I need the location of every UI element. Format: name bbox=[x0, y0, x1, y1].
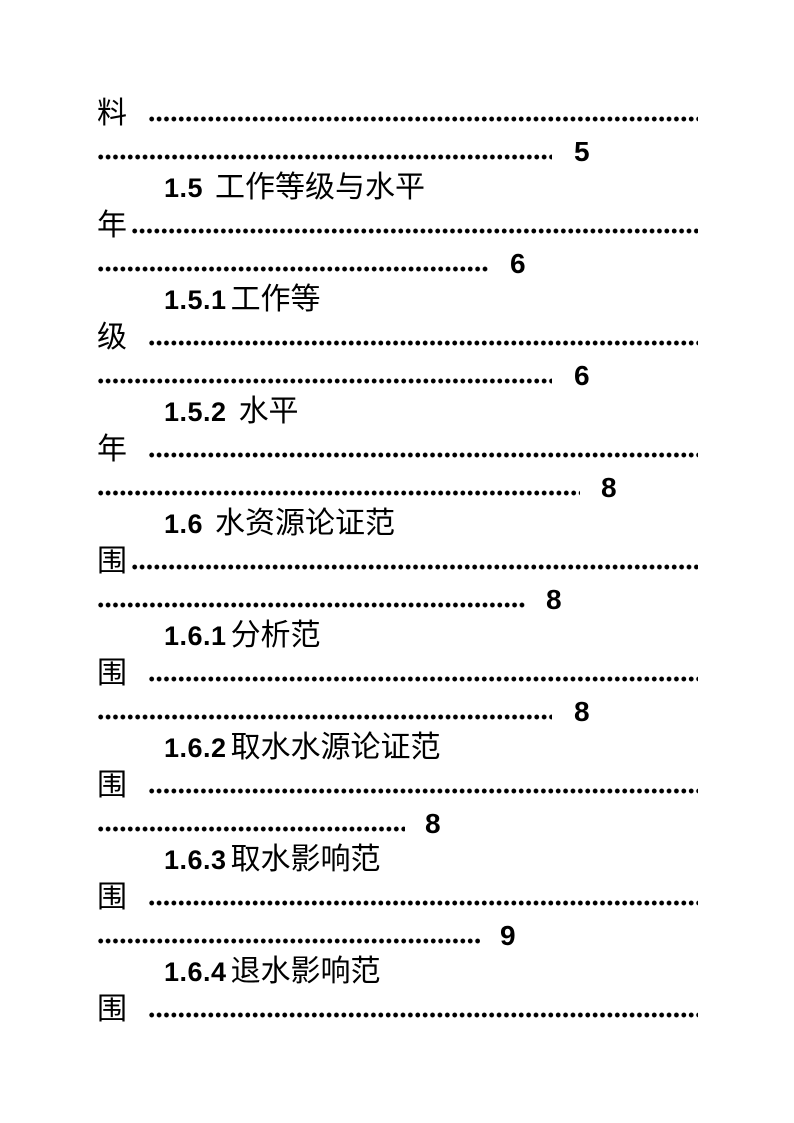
toc-leader-line[interactable]: 8 bbox=[0, 804, 794, 844]
leader-dots bbox=[131, 228, 698, 234]
toc-continuation-line: 年 bbox=[0, 206, 794, 246]
leader-dots bbox=[97, 602, 525, 608]
toc-page-number: 5 bbox=[574, 136, 590, 167]
toc-page-number: 9 bbox=[500, 920, 516, 951]
toc-lead-char: 围 bbox=[97, 544, 127, 579]
toc-page-number: 6 bbox=[510, 248, 526, 279]
leader-dots bbox=[97, 266, 489, 272]
toc-lead-char: 年 bbox=[97, 208, 127, 243]
leader-dots bbox=[148, 452, 698, 458]
section-title: 取水影响范 bbox=[230, 842, 381, 877]
toc-heading[interactable]: 1.6 水资源论证范 bbox=[164, 504, 395, 544]
toc-continuation-line: 围 bbox=[0, 766, 794, 806]
toc-page-number: 8 bbox=[546, 584, 562, 615]
toc-heading[interactable]: 1.5 工作等级与水平 bbox=[164, 168, 425, 208]
section-number: 1.6.1 bbox=[164, 621, 227, 651]
toc-continuation-line: 料 bbox=[0, 94, 794, 134]
section-title: 工作等 bbox=[230, 282, 321, 317]
toc-continuation-line: 围 bbox=[0, 878, 794, 918]
toc-leader-line[interactable]: 8 bbox=[0, 692, 794, 732]
section-number: 1.5.1 bbox=[164, 285, 227, 315]
toc-lead-char: 年 bbox=[97, 432, 127, 467]
section-title: 水平 bbox=[238, 394, 299, 429]
section-number: 1.6.2 bbox=[164, 733, 227, 763]
section-title: 分析范 bbox=[230, 618, 321, 653]
leader-dots bbox=[148, 1012, 698, 1018]
toc-lead-char: 围 bbox=[97, 768, 127, 803]
section-title: 工作等级与水平 bbox=[215, 170, 426, 205]
section-title: 水资源论证范 bbox=[215, 506, 396, 541]
section-number: 1.6 bbox=[164, 509, 204, 539]
section-number: 1.6.3 bbox=[164, 845, 227, 875]
section-number: 1.6.4 bbox=[164, 957, 227, 987]
toc-lead-char: 围 bbox=[97, 656, 127, 691]
leader-dots bbox=[97, 490, 580, 496]
toc-leader-line[interactable]: 9 bbox=[0, 916, 794, 956]
section-number: 1.5.2 bbox=[164, 397, 227, 427]
toc-heading[interactable]: 1.5.2 水平 bbox=[164, 392, 299, 432]
leader-dots bbox=[97, 826, 405, 832]
leader-dots bbox=[97, 378, 552, 384]
toc-leader-line[interactable]: 6 bbox=[0, 356, 794, 396]
toc-leader-line[interactable]: 5 bbox=[0, 132, 794, 172]
toc-continuation-line: 级 bbox=[0, 318, 794, 358]
toc-page-number: 8 bbox=[601, 472, 617, 503]
toc-continuation-line: 围 bbox=[0, 654, 794, 694]
toc-page-number: 6 bbox=[574, 360, 590, 391]
toc-page-number: 8 bbox=[425, 808, 441, 839]
leader-dots bbox=[148, 900, 698, 906]
section-title: 取水水源论证范 bbox=[230, 730, 441, 765]
leader-dots bbox=[148, 116, 698, 122]
toc-lead-char: 围 bbox=[97, 992, 127, 1027]
leader-dots bbox=[97, 154, 552, 160]
leader-dots bbox=[148, 788, 698, 794]
toc-continuation-line: 围 bbox=[0, 990, 794, 1030]
toc-lead-char: 级 bbox=[97, 320, 127, 355]
toc-continuation-line: 年 bbox=[0, 430, 794, 470]
section-title: 退水影响范 bbox=[230, 954, 381, 989]
toc-lead-char: 围 bbox=[97, 880, 127, 915]
leader-dots bbox=[97, 938, 480, 944]
leader-dots bbox=[148, 340, 698, 346]
leader-dots bbox=[97, 714, 552, 720]
section-number: 1.5 bbox=[164, 173, 204, 203]
toc-page-number: 8 bbox=[574, 696, 590, 727]
leader-dots bbox=[148, 676, 698, 682]
toc-leader-line[interactable]: 6 bbox=[0, 244, 794, 284]
leader-dots bbox=[131, 564, 698, 570]
toc-leader-line[interactable]: 8 bbox=[0, 468, 794, 508]
toc-continuation-line: 围 bbox=[0, 542, 794, 582]
toc-lead-char: 料 bbox=[97, 96, 127, 131]
toc-leader-line[interactable]: 8 bbox=[0, 580, 794, 620]
